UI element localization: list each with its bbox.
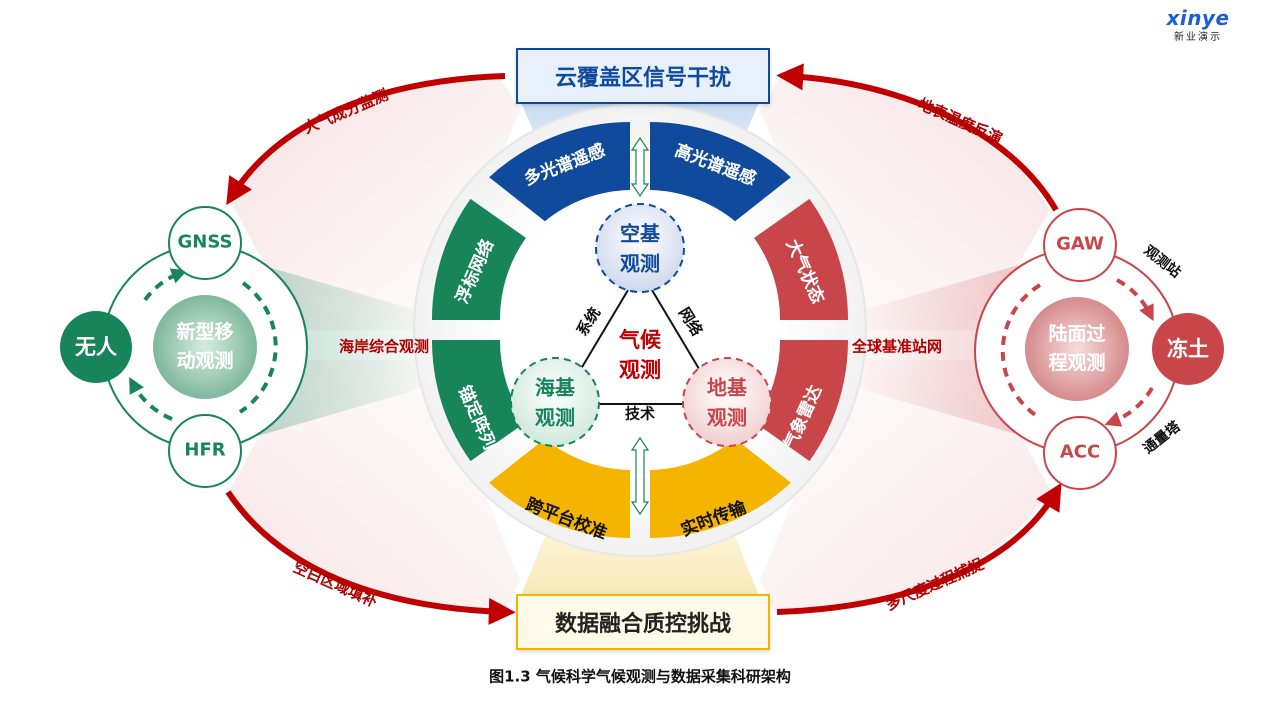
right-top-node bbox=[1043, 208, 1117, 282]
right-bottom-node bbox=[1043, 416, 1117, 490]
ring-red-bottom bbox=[754, 340, 849, 462]
arrow-top-right bbox=[776, 63, 1059, 212]
space-node-line1: 空基 bbox=[620, 221, 660, 246]
bottom-challenge-box: 数据融合质控挑战 bbox=[516, 594, 770, 650]
ring-blue-left bbox=[489, 122, 630, 222]
brand-logo-subtitle: 新业演示 bbox=[1174, 32, 1222, 43]
left-dashed-arc-right bbox=[238, 281, 278, 414]
right-top-node-label: GAW bbox=[1056, 233, 1104, 255]
space-node-line2: 观测 bbox=[620, 251, 660, 276]
ring-yellow-right bbox=[650, 438, 791, 538]
sea-node-line1: 海基 bbox=[535, 375, 575, 400]
arrow-top-left bbox=[226, 73, 506, 206]
ground-node-line1: 地基 bbox=[707, 375, 747, 400]
right-side-node bbox=[1152, 313, 1224, 385]
center-title-line1: 气候 bbox=[619, 327, 661, 352]
left-side-node bbox=[60, 311, 132, 383]
top-challenge-text: 云覆盖区信号干扰 bbox=[554, 66, 731, 91]
triangle-edge-bottom: 技术 bbox=[624, 404, 656, 423]
right-center-line1: 陆面过 bbox=[1048, 323, 1106, 346]
right-bottom-node-label: ACC bbox=[1059, 441, 1101, 463]
left-beam-label: 海岸综合观测 bbox=[338, 337, 430, 356]
ground-node-line2: 观测 bbox=[707, 405, 747, 430]
double-arrow-bottom bbox=[630, 436, 650, 516]
right-side-node-label: 冻土 bbox=[1167, 336, 1209, 361]
center-disc bbox=[413, 103, 867, 557]
left-dashed-arc-bottom bbox=[129, 376, 173, 421]
left-dashed-arc-top bbox=[143, 268, 188, 302]
right-center-node bbox=[1025, 297, 1129, 401]
right-dashed-arc-top bbox=[1116, 278, 1154, 322]
arrow-bottom-right bbox=[776, 482, 1062, 615]
arrow-bottom-left bbox=[225, 490, 516, 625]
top-challenge-box: 云覆盖区信号干扰 bbox=[516, 48, 770, 104]
double-arrow-top bbox=[630, 136, 650, 198]
ground-node bbox=[682, 357, 772, 447]
left-top-node bbox=[168, 206, 242, 280]
right-beam-label: 全球基准站网 bbox=[851, 337, 943, 356]
right-dashed-arc-bottom bbox=[1104, 386, 1154, 427]
center-title-line2: 观测 bbox=[619, 357, 661, 382]
ring-red-top bbox=[754, 198, 849, 320]
ring-green-bottom bbox=[431, 340, 526, 462]
left-center-line1: 新型移 bbox=[176, 321, 234, 344]
bottom-challenge-text: 数据融合质控挑战 bbox=[554, 612, 731, 637]
sea-node bbox=[510, 357, 600, 447]
left-center-line2: 动观测 bbox=[176, 350, 234, 373]
brand-logo: xinye 新业演示 bbox=[1158, 6, 1238, 43]
space-node bbox=[595, 203, 685, 293]
right-dashed-arc-left bbox=[1000, 283, 1042, 420]
ring-yellow-left bbox=[489, 438, 630, 538]
left-bottom-node bbox=[168, 414, 242, 488]
figure-caption: 图1.3 气候科学气候观测与数据采集科研架构 bbox=[489, 667, 791, 686]
sea-node-line2: 观测 bbox=[535, 405, 575, 430]
brand-logo-mark: xinye bbox=[1166, 6, 1230, 30]
center-triangle bbox=[558, 268, 722, 405]
left-bottom-node-label: HFR bbox=[184, 439, 226, 461]
left-side-node-label: 无人 bbox=[75, 334, 117, 359]
ring-blue-right bbox=[650, 122, 791, 222]
right-center-line2: 程观测 bbox=[1048, 352, 1106, 375]
ring-green-top bbox=[431, 198, 526, 320]
left-top-node-label: GNSS bbox=[177, 231, 233, 253]
left-center-node bbox=[153, 295, 257, 399]
